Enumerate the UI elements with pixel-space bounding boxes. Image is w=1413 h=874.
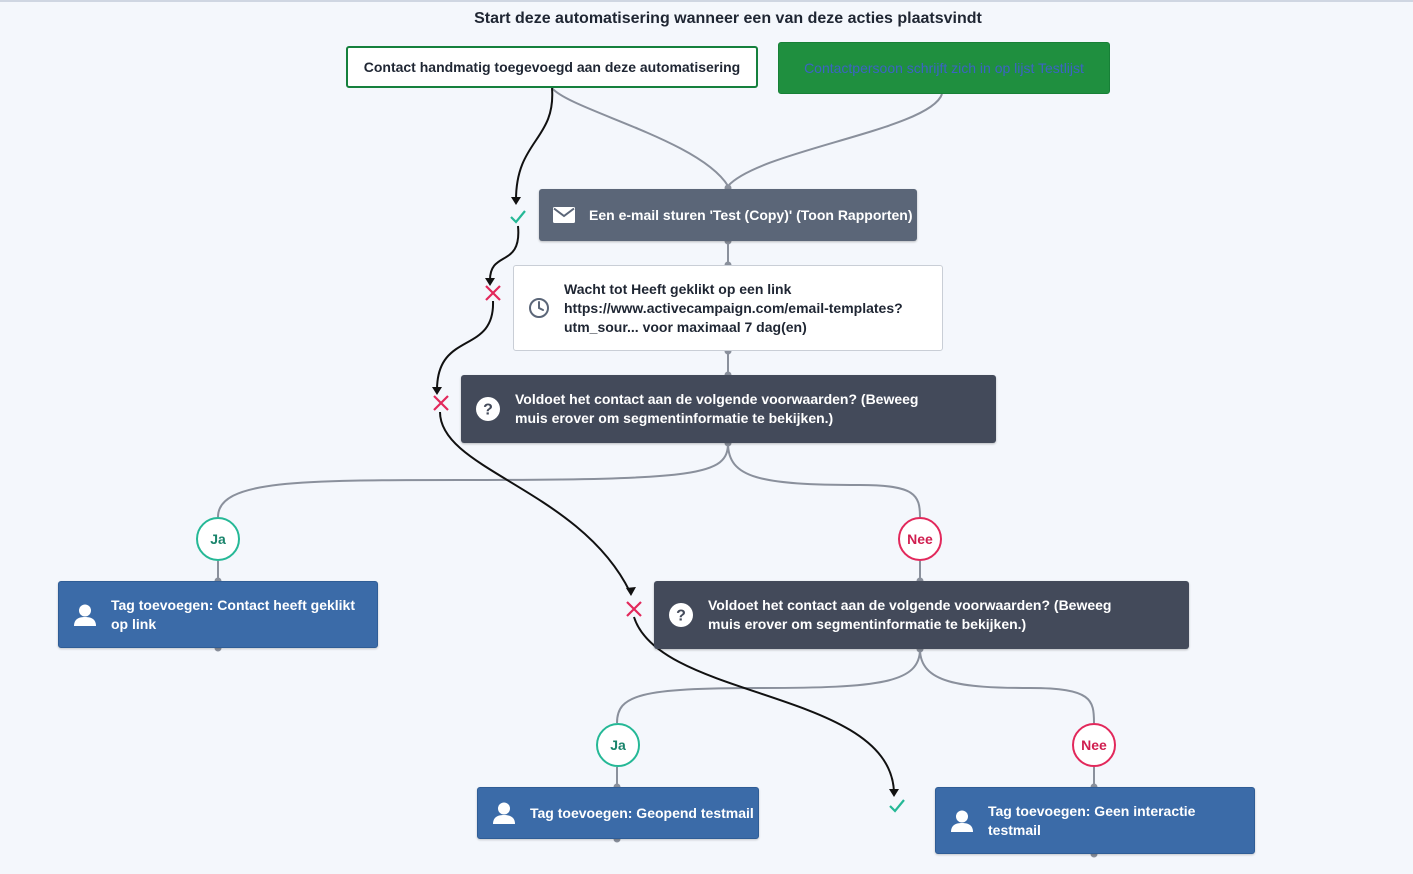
check-icon bbox=[509, 208, 527, 226]
connector-cond1-yes bbox=[217, 442, 729, 518]
send-email-label: Een e-mail sturen 'Test (Copy)' (Toon Ra… bbox=[589, 206, 913, 223]
svg-text:?: ? bbox=[483, 402, 493, 419]
send-email-action[interactable]: Een e-mail sturen 'Test (Copy)' (Toon Ra… bbox=[539, 189, 917, 241]
tag-action-opened-testmail[interactable]: Tag toevoegen: Geopend testmail bbox=[477, 787, 759, 839]
branch-no-1[interactable]: Nee bbox=[898, 517, 942, 561]
tag-label-opened-testmail: Tag toevoegen: Geopend testmail bbox=[530, 804, 754, 821]
condition-1-label: Voldoet het contact aan de volgende voor… bbox=[515, 391, 919, 426]
trigger-manual-add[interactable]: Contact handmatig toegevoegd aan deze au… bbox=[346, 46, 758, 88]
trigger-list-subscribe[interactable]: Contactpersoon schrijft zich in op lijst… bbox=[778, 42, 1110, 94]
branch-yes-2[interactable]: Ja bbox=[596, 723, 640, 767]
tag-label-clicked-link: Tag toevoegen: Contact heeft geklikt op … bbox=[111, 596, 355, 632]
user-icon bbox=[950, 810, 974, 832]
condition-2-action[interactable]: ? Voldoet het contact aan de volgende vo… bbox=[654, 581, 1189, 649]
cross-icon bbox=[625, 600, 643, 618]
connector-cond2-no bbox=[919, 648, 1095, 724]
page-title: Start deze automatisering wanneer een va… bbox=[474, 10, 982, 27]
question-icon: ? bbox=[475, 396, 501, 422]
top-divider bbox=[0, 0, 1413, 2]
tag-label-no-interaction: Tag toevoegen: Geen interactie testmail bbox=[988, 802, 1196, 838]
wait-line-3: utm_sour... voor maximaal 7 dag(en) bbox=[564, 318, 807, 335]
svg-text:?: ? bbox=[676, 608, 686, 625]
connector-cond2-yes bbox=[616, 648, 921, 724]
path-arrow bbox=[485, 278, 495, 286]
clock-icon bbox=[528, 297, 550, 319]
path-arrow bbox=[626, 587, 636, 596]
user-icon bbox=[492, 802, 516, 824]
question-icon: ? bbox=[668, 602, 694, 628]
condition-2-label: Voldoet het contact aan de volgende voor… bbox=[708, 597, 1112, 632]
cross-icon bbox=[432, 394, 450, 412]
wait-line-1: Wacht tot Heeft geklikt op een link bbox=[564, 280, 792, 297]
tag-action-no-interaction[interactable]: Tag toevoegen: Geen interactie testmail bbox=[935, 787, 1255, 854]
check-icon bbox=[888, 797, 906, 815]
wait-line-2: https://www.activecampaign.com/email-tem… bbox=[564, 299, 903, 316]
branch-no-2[interactable]: Nee bbox=[1072, 723, 1116, 767]
envelope-icon bbox=[553, 207, 575, 223]
path-arrow bbox=[432, 387, 442, 395]
connector-trigger2-email bbox=[727, 93, 943, 187]
connector-cond1-no bbox=[727, 442, 921, 518]
connector-trigger1-email bbox=[551, 87, 729, 187]
branch-yes-1[interactable]: Ja bbox=[196, 517, 240, 561]
cross-icon bbox=[484, 284, 502, 302]
path-arrow bbox=[889, 789, 899, 797]
user-icon bbox=[73, 604, 97, 626]
path-arrow bbox=[511, 197, 521, 205]
tag-action-clicked-link[interactable]: Tag toevoegen: Contact heeft geklikt op … bbox=[58, 581, 378, 648]
condition-1-action[interactable]: ? Voldoet het contact aan de volgende vo… bbox=[461, 375, 996, 443]
wait-label: Wacht tot Heeft geklikt op een link http… bbox=[564, 280, 903, 337]
wait-condition-action[interactable]: Wacht tot Heeft geklikt op een link http… bbox=[513, 265, 943, 351]
